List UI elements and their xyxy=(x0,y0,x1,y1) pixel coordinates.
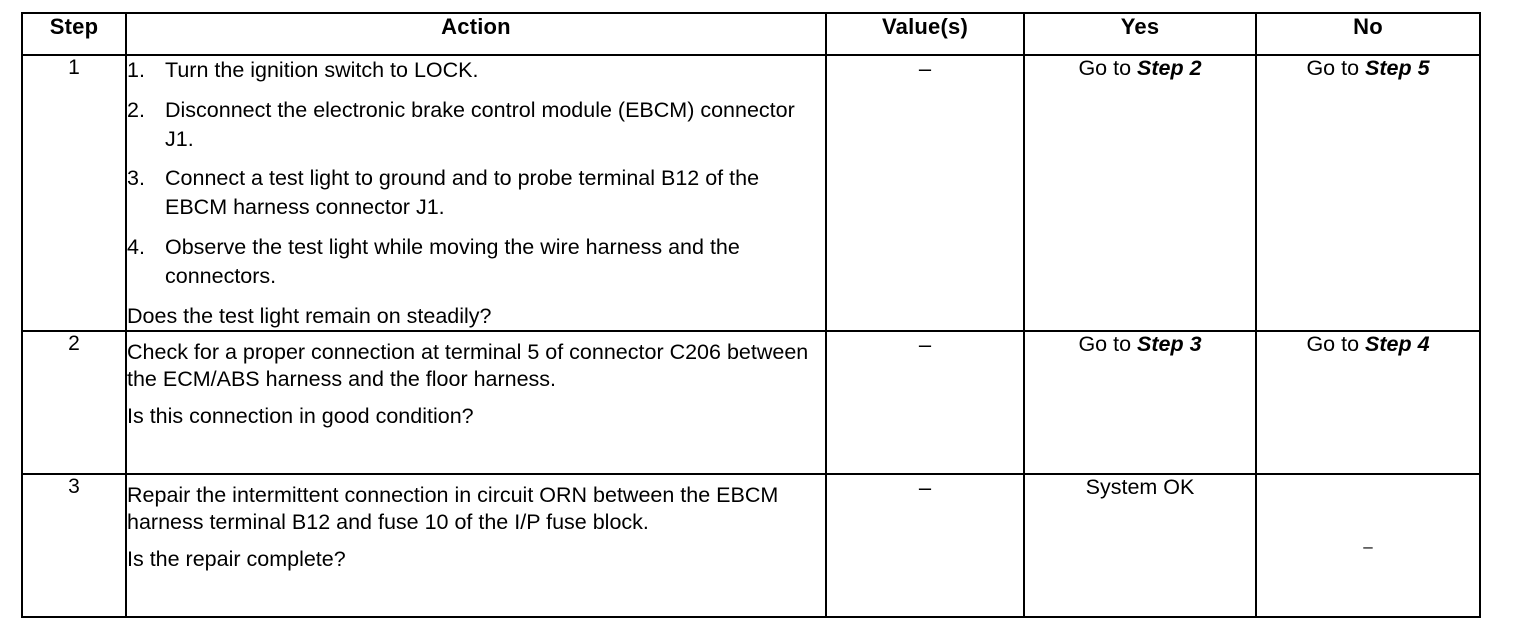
value-cell: – xyxy=(825,330,1025,476)
step-number-cell: 2 xyxy=(21,330,127,476)
action-cell: Check for a proper connection at termina… xyxy=(125,330,827,476)
list-text: Connect a test light to ground and to pr… xyxy=(165,166,760,220)
list-marker: 1. xyxy=(127,58,145,82)
value-cell: – xyxy=(825,473,1025,619)
action-paragraph: Repair the intermittent connection in ci… xyxy=(127,483,779,535)
branch-prefix: Go to xyxy=(1078,56,1138,80)
list-text: Observe the test light while moving the … xyxy=(165,234,740,288)
no-branch-cell: Go to Step 5 xyxy=(1255,53,1481,333)
step-number-cell: 1 xyxy=(21,53,127,333)
column-header-value: Value(s) xyxy=(825,12,1025,56)
column-header-action: Action xyxy=(125,12,827,56)
step-number-cell: 3 xyxy=(21,473,127,619)
action-cell: 1. Turn the ignition switch to LOCK. 2. … xyxy=(125,53,827,333)
list-text: Turn the ignition switch to LOCK. xyxy=(165,58,479,82)
list-marker: 2. xyxy=(127,97,145,122)
branch-prefix: Go to xyxy=(1306,332,1366,357)
no-branch-cell: Go to Step 4 xyxy=(1255,330,1481,476)
branch-step-reference: Step 3 xyxy=(1137,332,1202,357)
yes-branch-text: Go to Step 3 xyxy=(1025,332,1255,357)
yes-branch-cell: System OK xyxy=(1023,473,1257,619)
action-paragraph: Check for a proper connection at termina… xyxy=(127,340,809,392)
diagnostic-procedure-table: Step Action Value(s) Yes No 1 1. Turn th… xyxy=(21,12,1481,619)
action-question: Does the test light remain on steadily? xyxy=(127,303,492,328)
value-dash: – xyxy=(918,332,932,358)
action-step-item: 2. Disconnect the electronic brake contr… xyxy=(127,96,825,154)
branch-step-reference: Step 2 xyxy=(1137,56,1202,80)
action-question: Is this connection in good condition? xyxy=(127,403,474,428)
yes-branch-text: Go to Step 2 xyxy=(1025,56,1255,81)
no-branch-cell: – xyxy=(1255,473,1481,619)
value-dash: – xyxy=(918,475,932,501)
list-marker: 4. xyxy=(127,234,145,259)
action-cell: Repair the intermittent connection in ci… xyxy=(125,473,827,619)
table-row: 2 Check for a proper connection at termi… xyxy=(21,330,1481,476)
no-branch-text: Go to Step 5 xyxy=(1257,56,1479,81)
table-body: 1 1. Turn the ignition switch to LOCK. 2… xyxy=(21,53,1481,619)
branch-step-reference: Step 5 xyxy=(1365,56,1430,80)
no-branch-text: Go to Step 4 xyxy=(1257,332,1479,357)
table-row: 1 1. Turn the ignition switch to LOCK. 2… xyxy=(21,53,1481,333)
action-question: Is the repair complete? xyxy=(127,546,346,571)
action-step-item: 1. Turn the ignition switch to LOCK. xyxy=(127,56,825,85)
table-row: 3 Repair the intermittent connection in … xyxy=(21,473,1481,619)
action-step-item: 4. Observe the test light while moving t… xyxy=(127,233,825,291)
yes-branch-text: System OK xyxy=(1085,475,1195,500)
column-header-step: Step xyxy=(21,12,127,56)
no-branch-dash: – xyxy=(1363,537,1373,557)
value-dash: – xyxy=(918,56,932,81)
header-row: Step Action Value(s) Yes No xyxy=(21,12,1481,56)
table-header: Step Action Value(s) Yes No xyxy=(21,12,1481,56)
action-step-item: 3. Connect a test light to ground and to… xyxy=(127,164,825,222)
yes-branch-cell: Go to Step 3 xyxy=(1023,330,1257,476)
list-marker: 3. xyxy=(127,166,145,191)
branch-prefix: Go to xyxy=(1078,332,1138,357)
branch-prefix: Go to xyxy=(1306,56,1366,80)
action-step-list: 1. Turn the ignition switch to LOCK. 2. … xyxy=(127,56,825,291)
list-text: Disconnect the electronic brake control … xyxy=(165,97,795,151)
branch-step-reference: Step 4 xyxy=(1365,332,1430,357)
value-cell: – xyxy=(825,53,1025,333)
yes-branch-cell: Go to Step 2 xyxy=(1023,53,1257,333)
column-header-yes: Yes xyxy=(1023,12,1257,56)
column-header-no: No xyxy=(1255,12,1481,56)
